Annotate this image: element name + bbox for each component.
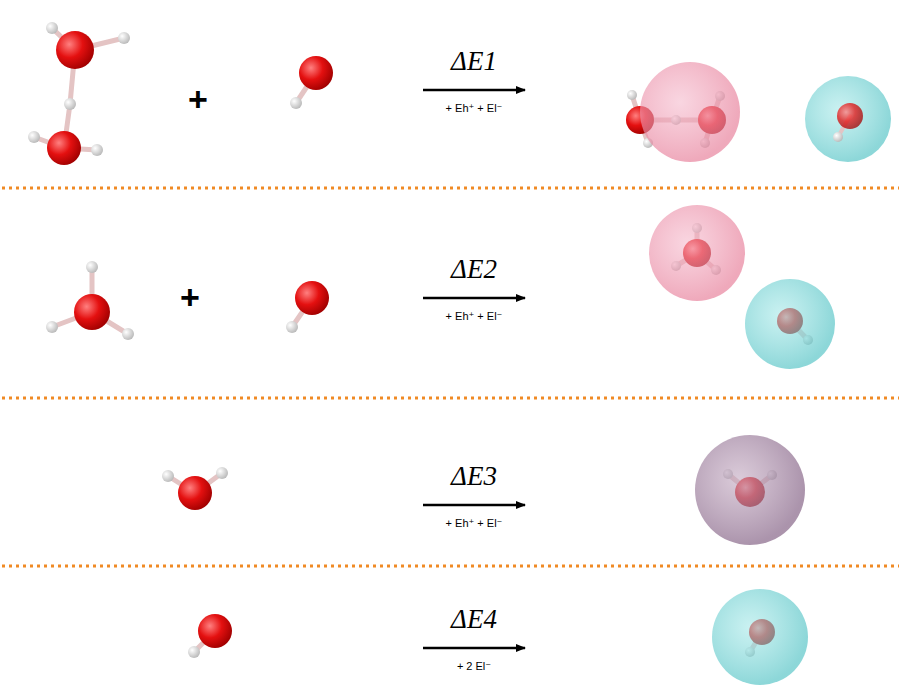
energy-label: ΔE3 bbox=[451, 462, 497, 492]
plus-sign: + bbox=[188, 81, 208, 118]
plus-sign: + bbox=[180, 279, 200, 316]
oxygen-atom bbox=[47, 31, 803, 648]
reagent-label: + 2 El⁻ bbox=[457, 660, 491, 672]
reagent-label: + Eh⁺ + El⁻ bbox=[446, 517, 503, 529]
separator bbox=[2, 188, 899, 566]
reaction-arrow bbox=[423, 90, 525, 648]
energy-label: ΔE4 bbox=[451, 605, 497, 635]
reagent-label: + Eh⁺ + El⁻ bbox=[446, 102, 503, 114]
bond bbox=[34, 28, 808, 652]
charge-sphere bbox=[640, 62, 891, 685]
hydrogen-atom bbox=[28, 22, 813, 658]
reagent-label: + Eh⁺ + El⁻ bbox=[446, 310, 503, 322]
energy-label: ΔE2 bbox=[451, 255, 497, 285]
hydroxyl-molecule bbox=[833, 103, 863, 142]
energy-label: ΔE1 bbox=[451, 47, 497, 77]
